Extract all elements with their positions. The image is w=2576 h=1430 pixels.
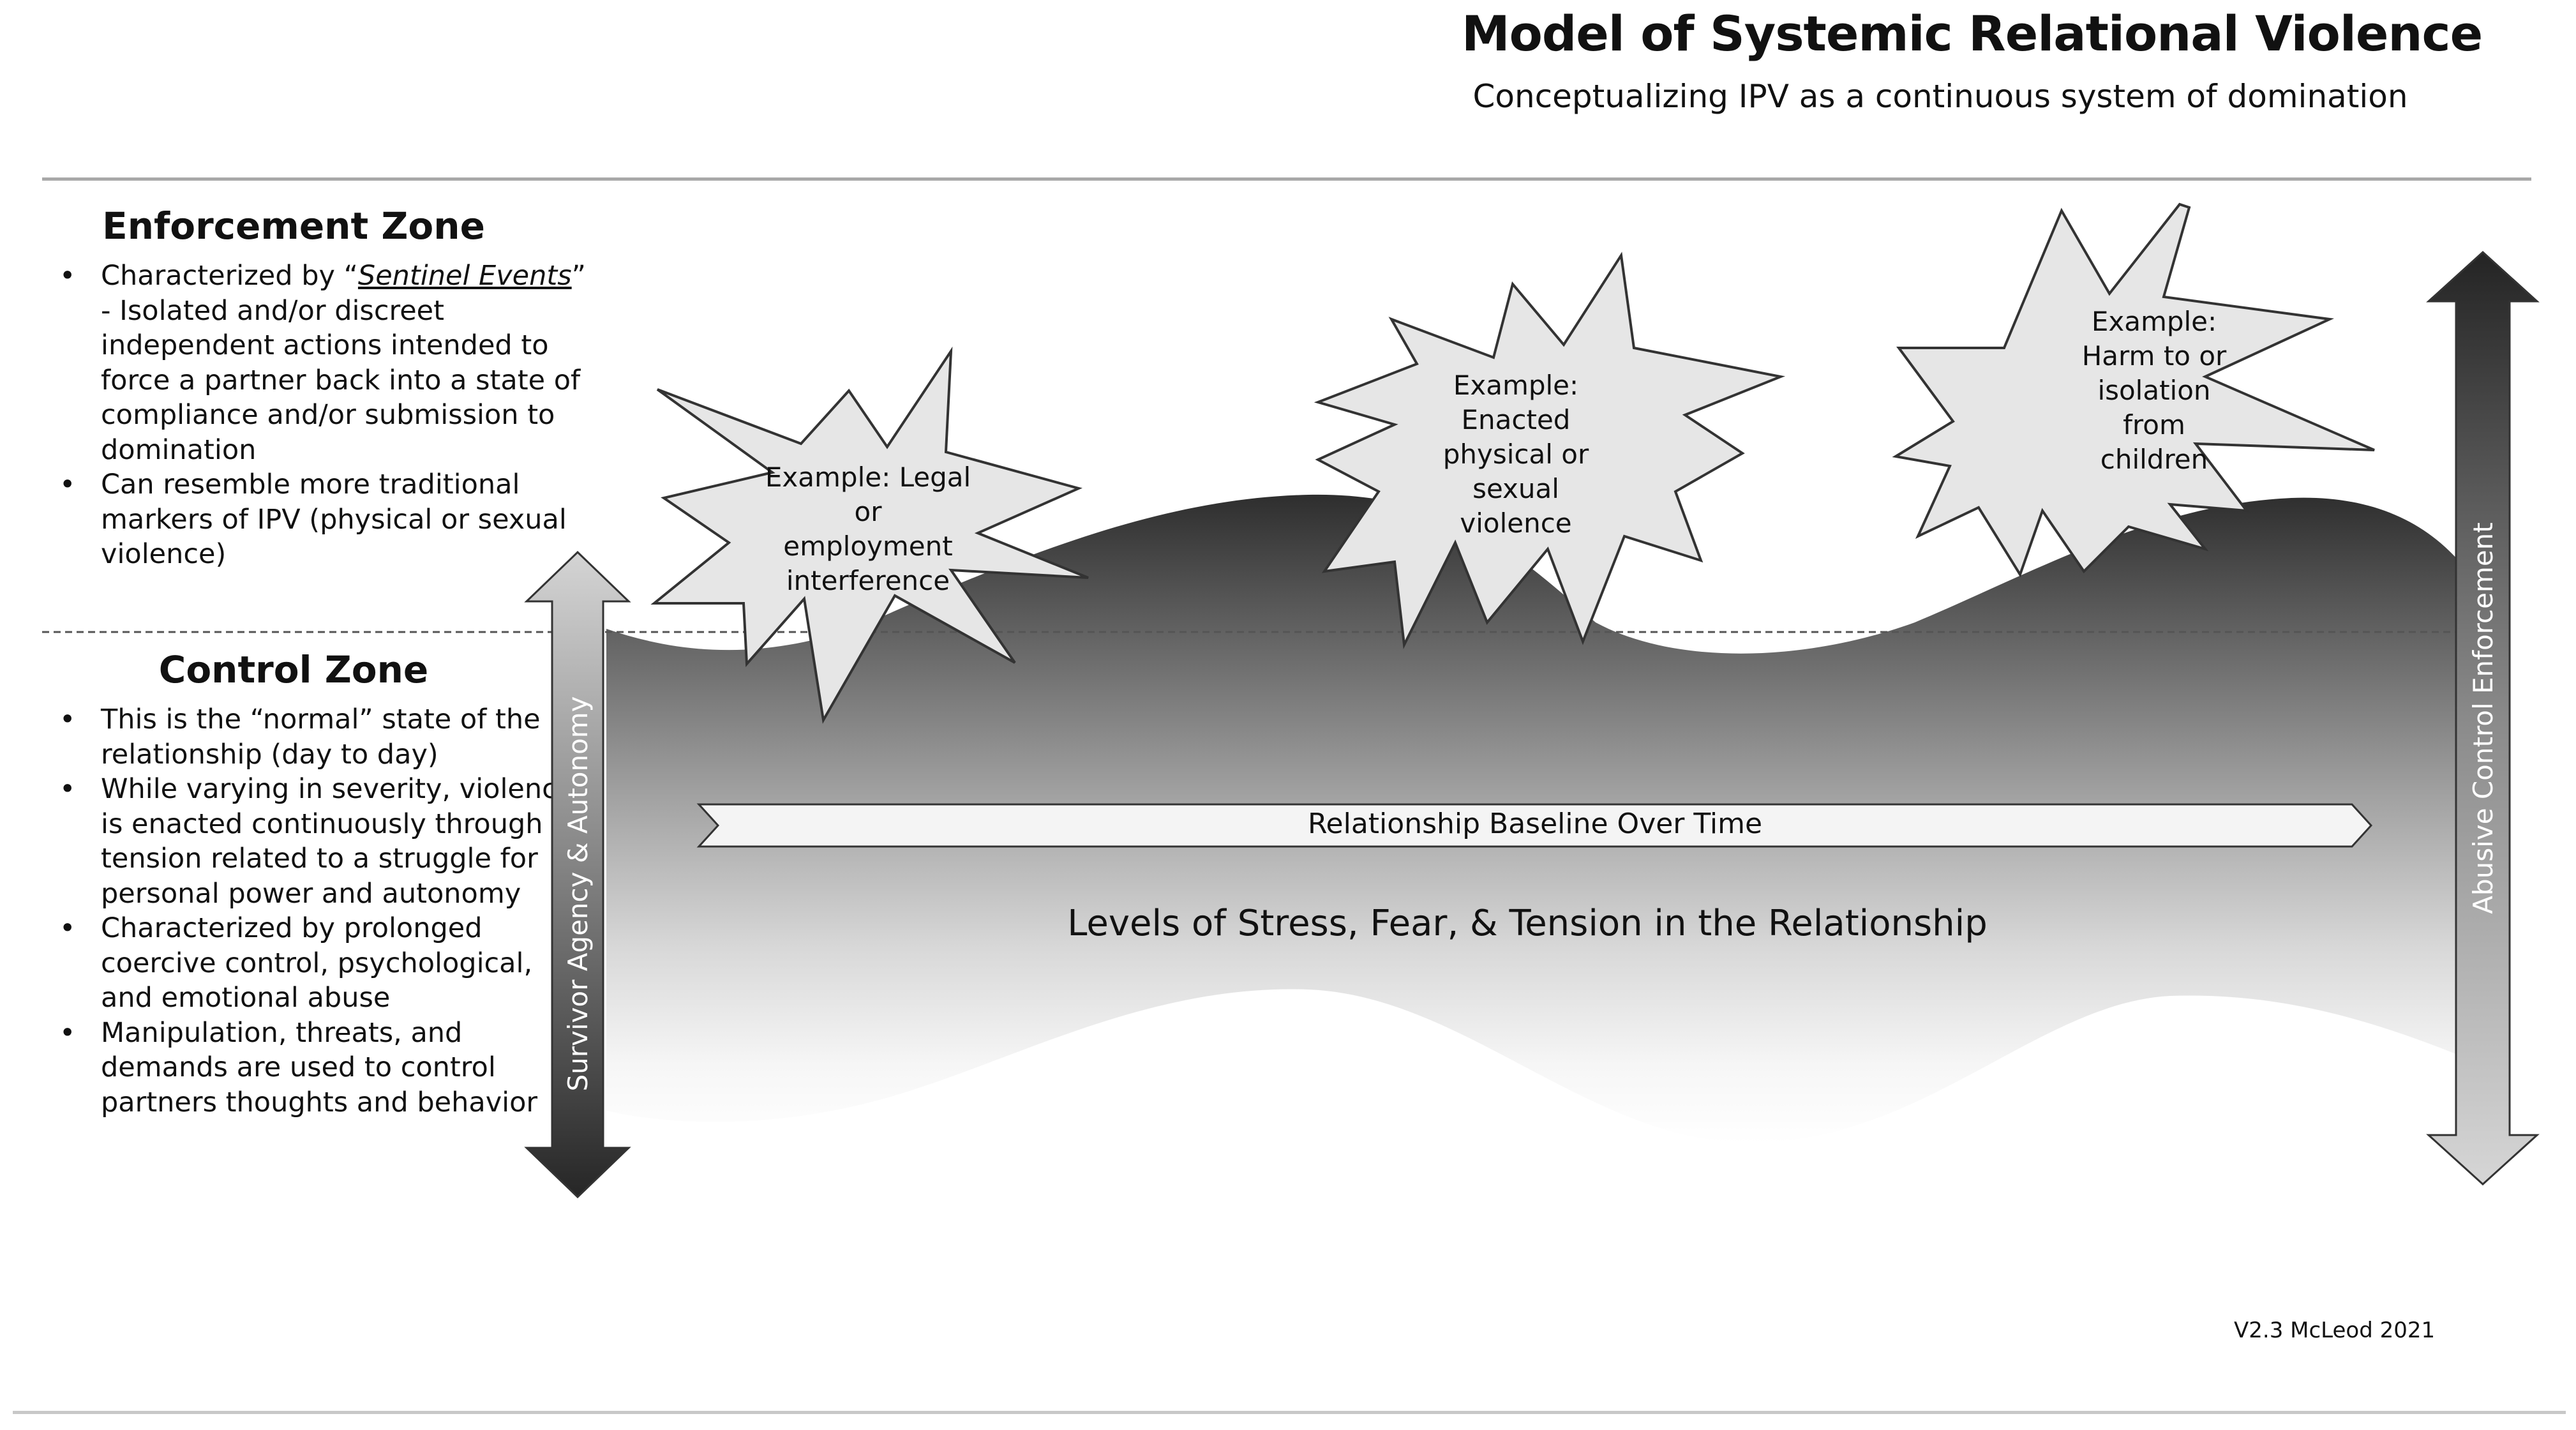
control-zone-heading: Control Zone	[158, 648, 429, 691]
burst-text-line: from	[2123, 409, 2185, 440]
burst-text-line: Example:	[2092, 306, 2217, 337]
relationship-baseline-arrow	[696, 803, 2373, 848]
burst-text-line: isolation	[2097, 375, 2210, 406]
abusive-control-arrow	[2426, 250, 2540, 1186]
burst-shape	[1314, 252, 1786, 649]
baseline-label: Relationship Baseline Over Time	[1308, 808, 1762, 840]
burst-text-line: physical or	[1443, 439, 1589, 470]
enforcement-zone-list: Characterized by “Sentinel Events” - Iso…	[56, 259, 586, 572]
burst-text-line: Enacted	[1462, 404, 1571, 435]
burst-text-line: Example: Legal	[765, 462, 971, 493]
page-subtitle: Conceptualizing IPV as a continuous syst…	[1472, 78, 2408, 115]
burst-text-line: interference	[786, 565, 950, 596]
burst-text-line: or	[855, 496, 883, 527]
survivor-agency-label: Survivor Agency & Autonomy	[562, 696, 594, 1091]
burst-text-line: children	[2100, 444, 2208, 475]
legal-interference-burst: Example: Legal or employment interferenc…	[650, 346, 1089, 724]
sentinel-events-term: Sentinel Events	[357, 260, 572, 292]
bullet-text-part: Characterized by “	[101, 260, 358, 292]
burst-text-line: sexual	[1472, 473, 1559, 504]
burst-text-line: Harm to or	[2082, 340, 2227, 372]
header-divider	[42, 177, 2531, 181]
burst-text-line: employment	[783, 531, 952, 562]
children-harm-burst: Example: Harm to or isolation from child…	[1892, 202, 2375, 578]
enforcement-zone-bullet: Characterized by “Sentinel Events” - Iso…	[59, 259, 586, 467]
control-zone-bullet: While varying in severity, violence is e…	[59, 772, 586, 911]
abusive-control-label: Abusive Control Enforcement	[2467, 522, 2499, 914]
tension-label: Levels of Stress, Fear, & Tension in the…	[1067, 903, 1988, 944]
enforcement-zone-bullet: Can resemble more traditional markers of…	[59, 467, 586, 572]
footer-divider	[13, 1411, 2566, 1414]
survivor-agency-arrow	[524, 550, 631, 1199]
physical-violence-burst: Example: Enacted physical or sexual viol…	[1314, 252, 1786, 649]
burst-shape	[1892, 202, 2375, 578]
burst-text-line: Example:	[1453, 370, 1578, 401]
enforcement-zone-heading: Enforcement Zone	[102, 204, 485, 248]
page-title: Model of Systemic Relational Violence	[1462, 5, 2483, 62]
control-zone-bullet: Characterized by prolonged coercive cont…	[59, 911, 586, 1016]
burst-shape	[650, 346, 1089, 724]
control-zone-list: This is the “normal” state of the relati…	[56, 702, 586, 1120]
control-zone-bullet: This is the “normal” state of the relati…	[59, 702, 586, 772]
control-zone-bullet: Manipulation, threats, and demands are u…	[59, 1016, 586, 1120]
bullet-text-part: ” - Isolated and/or discreet independent…	[101, 260, 586, 466]
burst-text-line: violence	[1460, 508, 1571, 539]
version-label: V2.3 McLeod 2021	[2234, 1318, 2436, 1343]
